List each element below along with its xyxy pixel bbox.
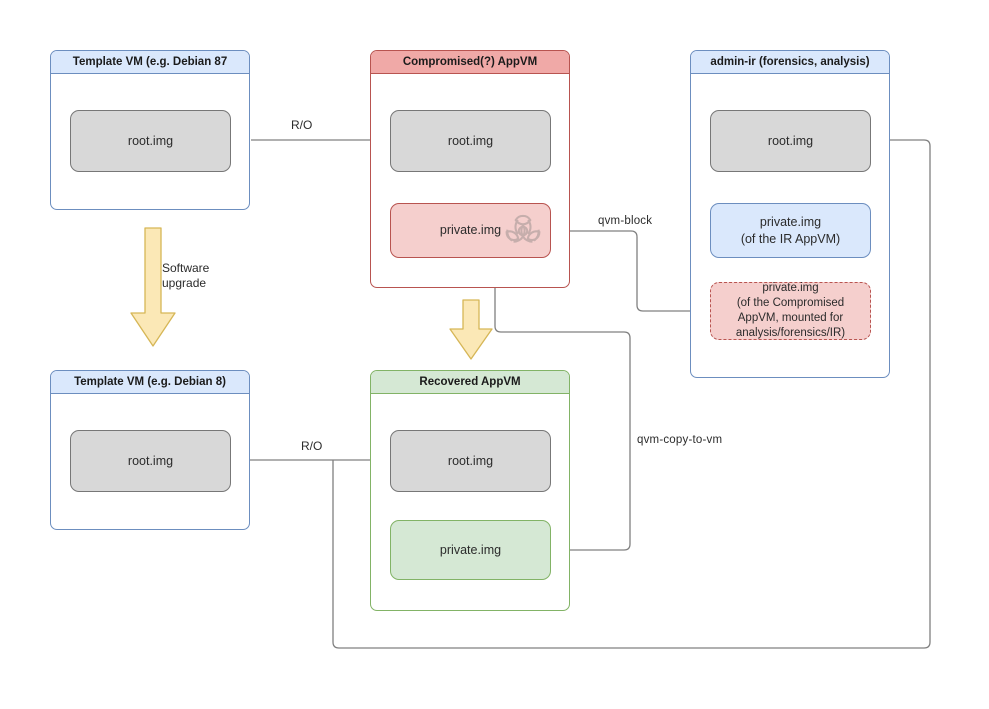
node-admin-ir-root-img[interactable]: root.img [710,110,871,172]
vm-template-new-title: Template VM (e.g. Debian 8) [51,371,249,394]
node-admin-ir-mounted-private-img[interactable]: private.img (of the Compromised AppVM, m… [710,282,871,340]
edge-qvm-block [551,230,703,315]
vm-template-old-title: Template VM (e.g. Debian 87 [51,51,249,74]
node-label-line2: (of the Compromised [736,296,845,309]
node-label: root.img [127,133,174,148]
node-label: root.img [447,133,494,148]
edge-label-ro-bottom: R/O [301,439,323,453]
software-upgrade-arrow [130,227,176,347]
node-label: root.img [447,453,494,468]
node-label-line1: private.img [762,281,819,294]
node-label-line2: (of the IR AppVM) [740,231,841,246]
node-compromised-root-img[interactable]: root.img [390,110,551,172]
node-label-line4: analysis/forensics/IR) [735,327,846,340]
node-compromised-private-img[interactable]: private.img [390,203,551,258]
node-label-line3: AppVM, mounted for [737,312,844,324]
edge-label-ro-top: R/O [291,118,313,132]
node-label: private.img [439,542,502,557]
node-label: private.img [439,223,502,238]
node-admin-ir-private-img[interactable]: private.img (of the IR AppVM) [710,203,871,258]
rebuild-arrow [449,299,493,360]
vm-compromised-appvm-title: Compromised(?) AppVM [371,51,569,74]
node-label: root.img [127,453,174,468]
node-template-old-root-img[interactable]: root.img [70,110,231,172]
node-recovered-root-img[interactable]: root.img [390,430,551,492]
edge-label-qvm-copy-to-vm: qvm-copy-to-vm [637,434,723,446]
node-label: root.img [767,133,814,148]
biohazard-icon [505,214,541,243]
node-label-line1: private.img [759,215,822,229]
edge-label-qvm-block: qvm-block [598,215,653,227]
node-template-new-root-img[interactable]: root.img [70,430,231,492]
vm-recovered-appvm-title: Recovered AppVM [371,371,569,394]
vm-admin-ir-title: admin-ir (forensics, analysis) [691,51,889,74]
node-recovered-private-img[interactable]: private.img [390,520,551,580]
